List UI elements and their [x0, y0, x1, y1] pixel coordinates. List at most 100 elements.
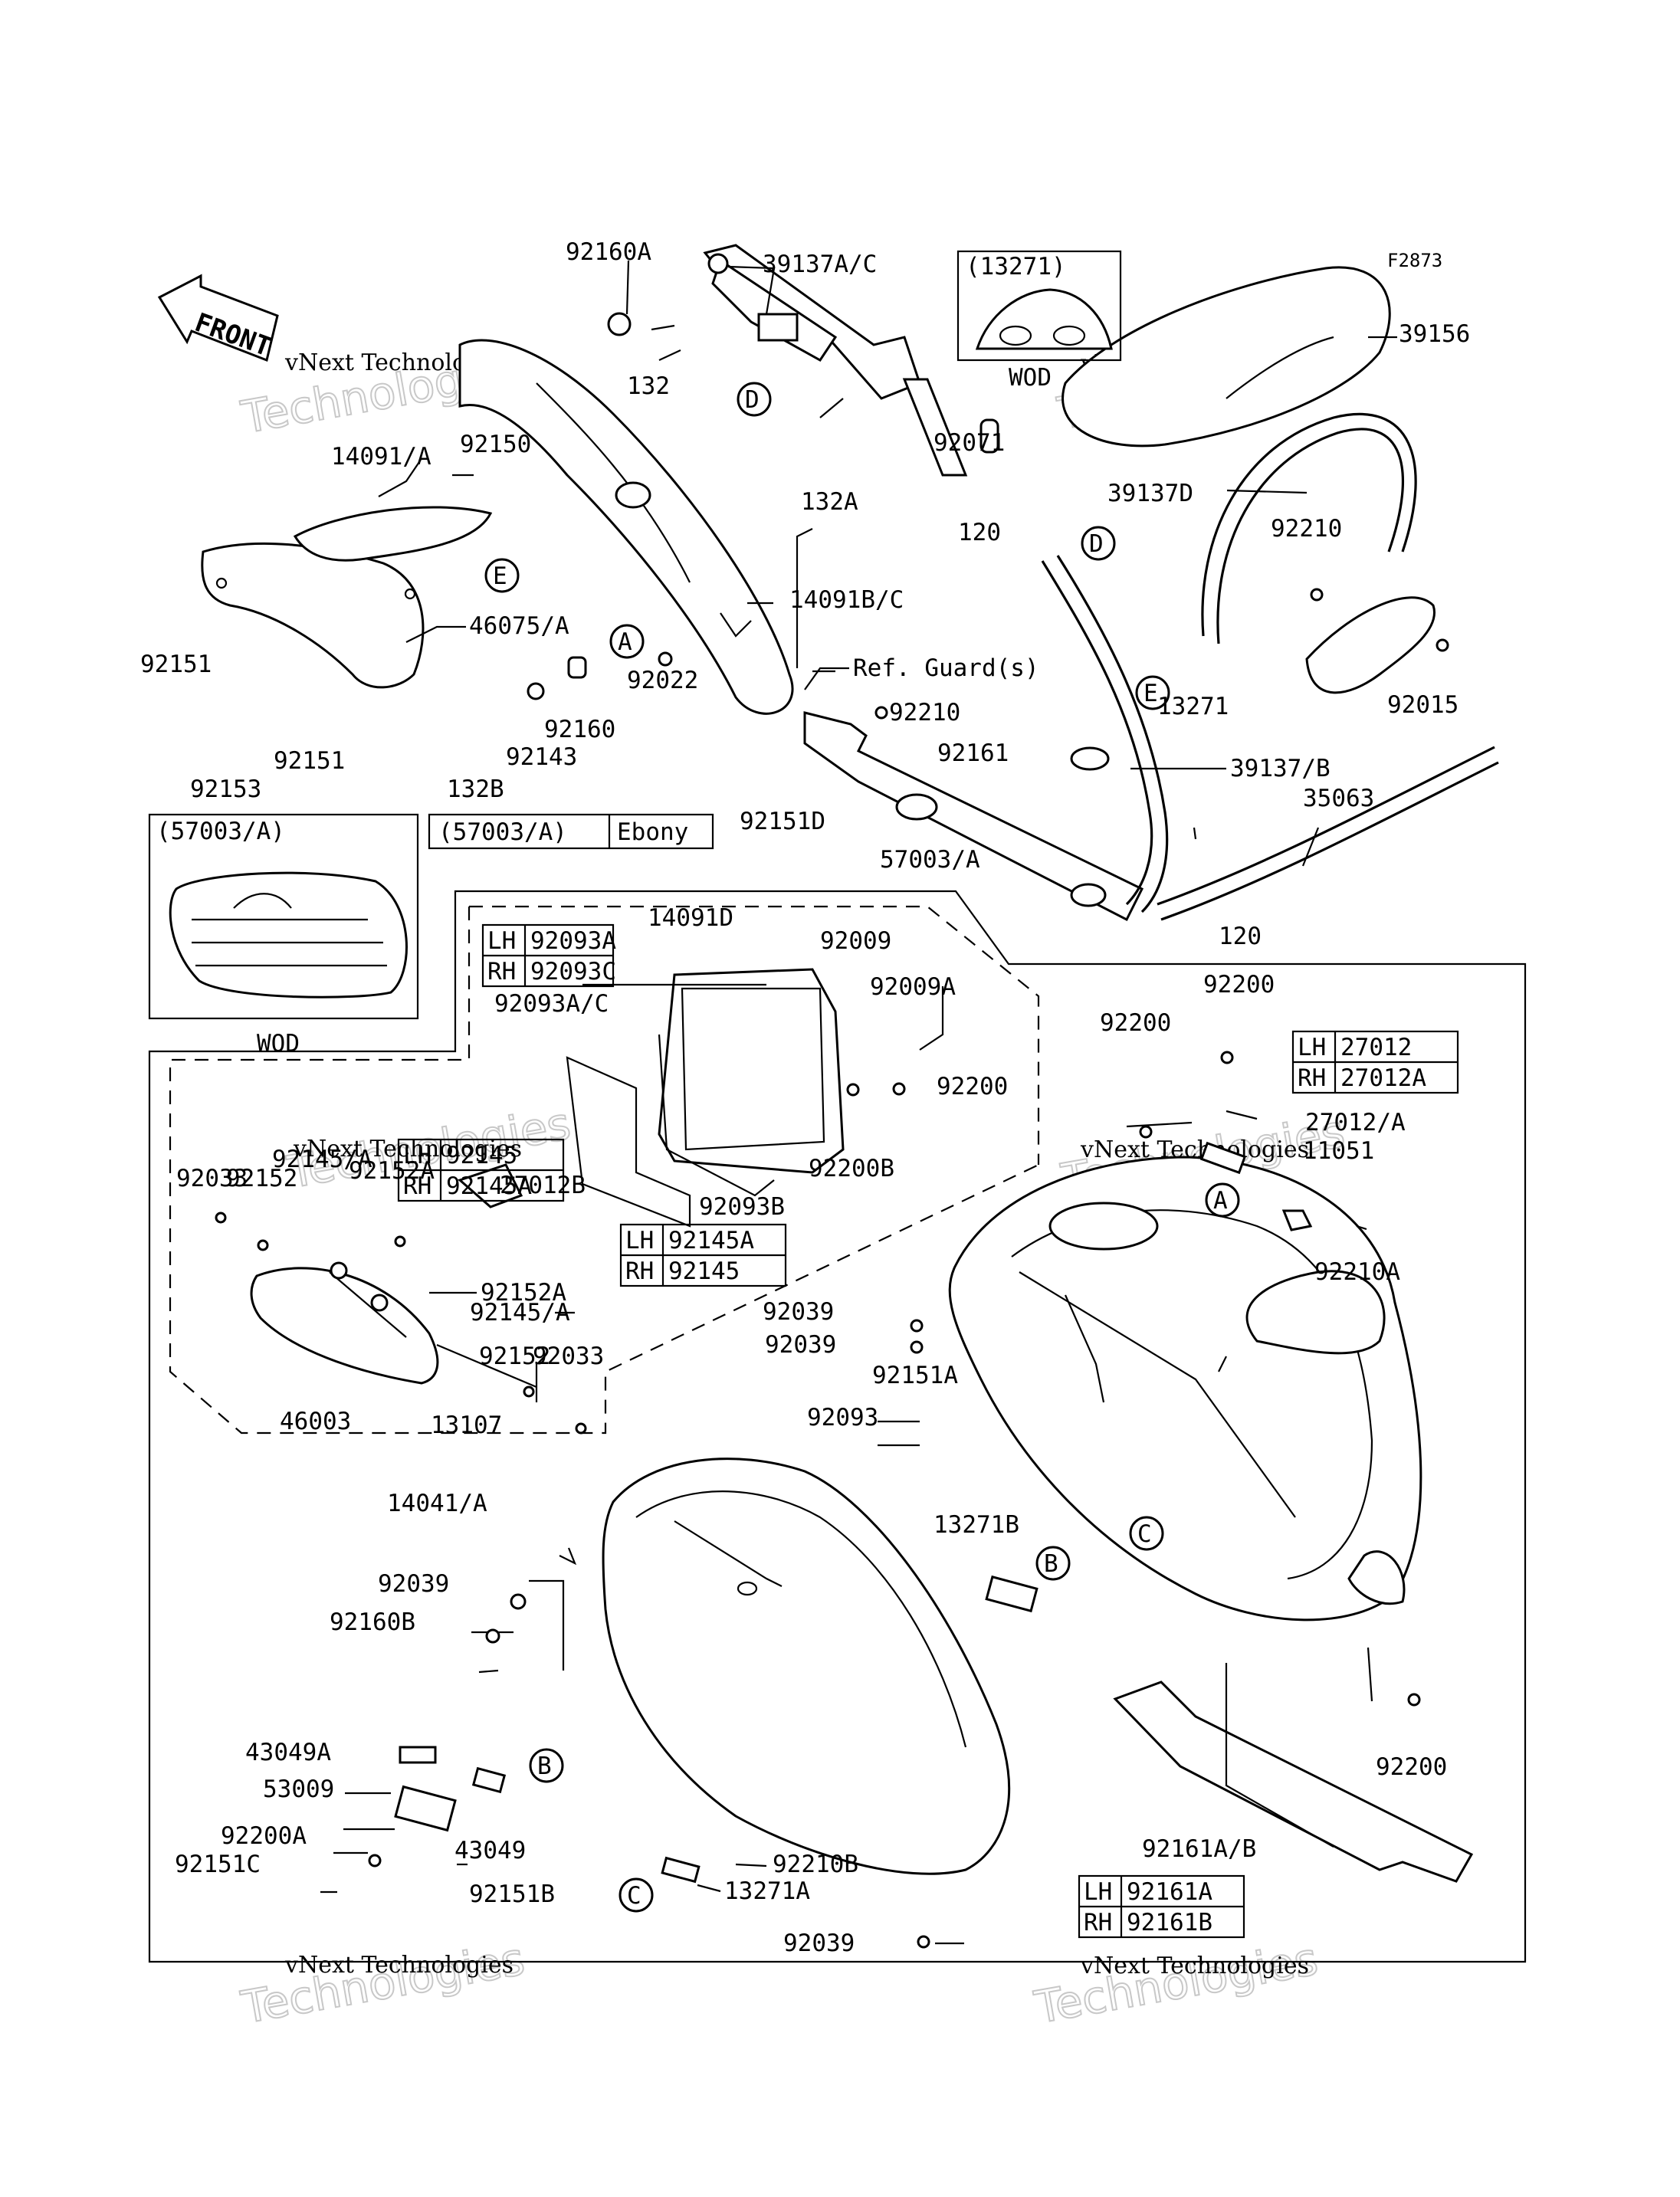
clip-11051 — [1281, 1209, 1313, 1231]
variant-table: LH 92145 RH 92145A — [397, 1138, 565, 1202]
cover-46003 — [250, 1163, 523, 1385]
variant-part: 92145 — [446, 1142, 517, 1169]
variant-side: LH — [1084, 1878, 1112, 1906]
part-label: 92009 — [820, 927, 891, 955]
inset-13271-wod: (13271) WOD — [956, 250, 1122, 392]
part-label: 92200 — [1376, 1753, 1447, 1781]
variant-side: LH — [487, 927, 516, 955]
part-label: 92152A — [349, 1157, 435, 1185]
circle-ref-label: D — [745, 386, 760, 414]
sissy-bar-39137d — [1201, 412, 1417, 644]
circle-ref-label: E — [1144, 680, 1158, 707]
rod-13107 — [436, 1343, 537, 1389]
plate-13271 — [1305, 596, 1436, 694]
part-label: 132A — [801, 488, 858, 516]
variant-side: RH — [625, 1258, 654, 1285]
variant-side: RH — [487, 958, 516, 985]
part-label: 92200B — [809, 1155, 894, 1182]
bar-35063 — [1157, 746, 1499, 921]
watermark-text: vNext Technologies — [284, 1952, 514, 1979]
part-label: 92039 — [378, 1570, 449, 1598]
circle-ref-label: E — [493, 562, 507, 590]
part-label: 46075/A — [469, 612, 569, 640]
watermark-text: vNext Technologies — [1080, 1953, 1309, 1979]
ref-guard-label: Ref. Guard(s) — [853, 654, 1039, 682]
part-label: 92200A — [221, 1822, 307, 1850]
front-arrow-icon: FRONT — [157, 274, 279, 362]
part-label: 92033 — [176, 1165, 248, 1192]
watermark-outline: Technologies — [1031, 1933, 1322, 2034]
part-label: 132B — [447, 776, 504, 803]
variant-side: RH — [403, 1172, 431, 1200]
variant-part: 27012 — [1340, 1034, 1412, 1061]
part-label: 92152 — [226, 1165, 297, 1192]
part-label: 27012/A — [1305, 1109, 1406, 1136]
variant-table: LH 27012 RH 27012A — [1291, 1030, 1459, 1094]
part-label: 120 — [958, 519, 1001, 546]
part-label: 39137D — [1107, 480, 1193, 507]
variant-part: 92161B — [1127, 1909, 1212, 1936]
variant-side: LH — [403, 1142, 431, 1169]
part-label: 92200 — [937, 1073, 1008, 1100]
inset-57003a-wod: (57003/A) WOD — [148, 813, 419, 1058]
gasket-92093ac — [566, 1056, 691, 1228]
part-label: 120 — [1219, 923, 1262, 950]
circle-ref-d — [1081, 526, 1116, 561]
part-labels: 92160A 39137A/C 132 132A 92071 39156 391… — [140, 238, 1470, 1957]
circle-ref-b — [1035, 1546, 1071, 1581]
part-label: 39137A/C — [763, 251, 877, 278]
plate-13271a — [661, 1856, 701, 1884]
part-label: 11051 — [1303, 1137, 1374, 1165]
strap-92161ab — [1113, 1681, 1474, 1883]
saddlebag-57003a — [948, 1156, 1422, 1622]
part-label: 13271B — [934, 1511, 1019, 1539]
variant-part: 92093A — [530, 927, 616, 955]
part-label: 27012B — [500, 1172, 586, 1199]
circle-ref-label: B — [537, 1753, 552, 1780]
part-label: 132 — [627, 372, 670, 400]
circle-ref-e — [1135, 675, 1170, 710]
variant-side: LH — [625, 1227, 654, 1254]
part-label: 92210 — [1271, 515, 1342, 543]
fastener-icons — [215, 588, 1449, 1949]
hinge-53009 — [394, 1746, 507, 1832]
circle-ref-c — [1129, 1516, 1164, 1551]
bracket-27012a — [1199, 1141, 1247, 1175]
part-label: 92151D — [740, 808, 825, 835]
part-label: 92033 — [533, 1343, 604, 1370]
variant-side: RH — [1298, 1064, 1326, 1092]
variant-part: 92145A — [446, 1172, 532, 1200]
part-label: 43049A — [245, 1739, 331, 1766]
part-label: 92153 — [190, 776, 261, 803]
part-label: 43049 — [454, 1837, 526, 1864]
circle-ref-a — [609, 624, 645, 659]
part-label: 92161 — [937, 739, 1009, 767]
variant-part: 92145A — [668, 1227, 754, 1254]
part-label: 92039 — [783, 1930, 855, 1957]
part-label: 39156 — [1399, 320, 1470, 348]
part-label: 14041/A — [387, 1490, 487, 1517]
part-label: 92161A/B — [1142, 1835, 1256, 1863]
variant-table: LH 92161A RH 92161B — [1078, 1874, 1245, 1939]
wod-label: WOD — [257, 1030, 300, 1058]
circle-ref-label: A — [1213, 1187, 1228, 1215]
color-table: (57003/A) Ebony — [428, 813, 714, 850]
part-label: 46003 — [280, 1408, 351, 1435]
circle-ref-c — [619, 1877, 654, 1913]
part-label: 92015 — [1387, 691, 1459, 719]
part-label: 39137/B — [1230, 755, 1331, 782]
part-label: 92022 — [627, 667, 698, 694]
circle-ref-label: A — [618, 628, 632, 656]
part-label: 92160B — [330, 1608, 415, 1636]
part-label: 92151 — [274, 747, 345, 775]
ref-guard-leader — [804, 667, 849, 690]
part-label: 92150 — [460, 431, 531, 458]
backrest-39156 — [1061, 266, 1391, 448]
part-label: 14091/A — [331, 443, 431, 471]
part-label: 53009 — [263, 1776, 334, 1803]
figure-code: F2873 — [1387, 250, 1442, 271]
part-label: 92151B — [469, 1881, 555, 1908]
circle-ref-label: D — [1089, 530, 1104, 558]
part-label: 92151C — [175, 1851, 261, 1878]
